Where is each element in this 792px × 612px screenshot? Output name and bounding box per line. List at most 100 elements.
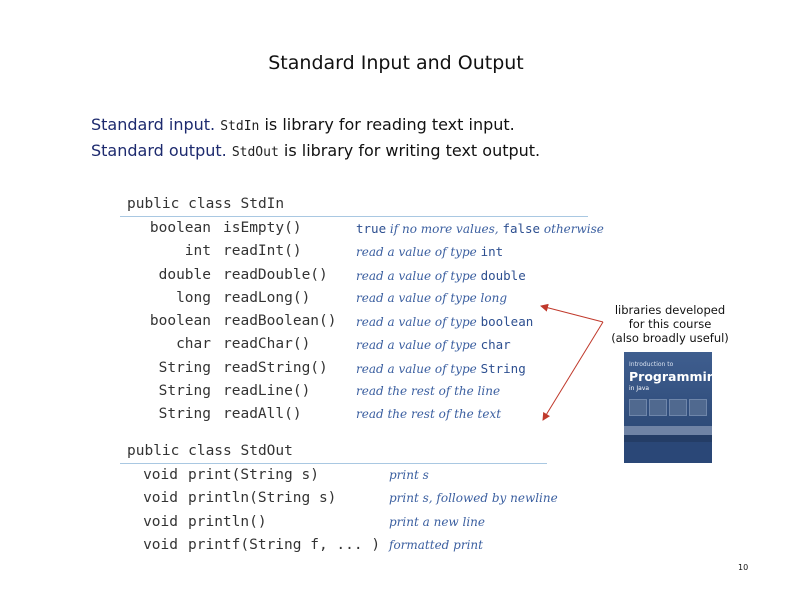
- description-text: read a value of type long: [356, 290, 508, 305]
- method-signature: readDouble(): [223, 266, 328, 283]
- description-keyword: false: [502, 221, 541, 236]
- method-signature: readChar(): [223, 336, 311, 353]
- method-signature: readInt(): [223, 243, 302, 260]
- intro-stdout-code: StdOut: [231, 145, 279, 160]
- book-tile-icon: [629, 399, 647, 416]
- stdout-api-header: public class StdOut: [120, 439, 547, 464]
- book-small-text: Introduction to: [629, 361, 674, 368]
- intro-stdout-text: is library for writing text output.: [283, 141, 541, 160]
- method-description: formatted print: [389, 534, 483, 557]
- description-text: formatted print: [389, 537, 483, 552]
- arrow-to-stdin-bottom: [542, 321, 604, 421]
- return-type: boolean: [149, 220, 211, 236]
- return-type: int: [184, 243, 211, 260]
- api-row: int readInt() read a value of type int: [120, 240, 588, 263]
- description-text: otherwise: [540, 222, 604, 236]
- intro-stdin-label: Standard input.: [91, 115, 216, 134]
- api-row: String readLine() read the rest of the lin…: [120, 380, 588, 403]
- method-description: read the rest of the line: [356, 380, 500, 403]
- description-keyword: boolean: [480, 314, 534, 330]
- page-number: 10: [738, 563, 749, 572]
- return-type: void: [143, 490, 178, 507]
- stdout-api-rows: void print(String s) print s void println(St…: [120, 464, 558, 557]
- slide-title: Standard Input and Output: [268, 52, 524, 74]
- description-text: print a new line: [389, 514, 486, 529]
- api-row: char readChar() read a value of type char: [120, 333, 588, 356]
- book-tile-icon: [649, 399, 667, 416]
- method-description: read a value of type boolean: [356, 310, 533, 334]
- description-text: read the rest of the text: [356, 407, 502, 422]
- api-row: String readAll() read the rest of the text: [120, 403, 588, 426]
- description-text: read a value of type: [356, 338, 481, 353]
- method-description: true if no more values, false otherwise: [356, 217, 604, 241]
- api-row: boolean isEmpty() true if no more values, …: [120, 217, 604, 240]
- method-description: read a value of type double: [356, 264, 526, 288]
- method-description: print a new line: [389, 511, 485, 534]
- note-line: for this course: [628, 317, 712, 331]
- method-description: read a value of type char: [356, 333, 511, 357]
- method-description: print s: [389, 464, 429, 487]
- description-text: if no more values,: [386, 222, 503, 236]
- stdin-api-rows: boolean isEmpty() true if no more values, …: [120, 217, 604, 427]
- method-signature: isEmpty(): [223, 220, 302, 236]
- return-type: void: [143, 536, 178, 553]
- book-subtitle: in Java: [629, 385, 650, 392]
- intro-stdout-line: Standard output. StdOut is library for w…: [91, 141, 540, 160]
- description-keyword: String: [480, 360, 526, 376]
- book-author-band: [624, 435, 712, 442]
- method-signature: readLong(): [223, 289, 311, 306]
- method-description: print s, followed by newline: [389, 487, 558, 510]
- description-keyword: char: [480, 337, 511, 353]
- api-row: String readString() read a value of type S…: [120, 357, 588, 380]
- book-title: Programming: [629, 369, 712, 384]
- return-type: String: [158, 406, 211, 423]
- description-text: read the rest of the line: [356, 384, 501, 399]
- description-text: read a value of type: [356, 361, 481, 376]
- note-line: libraries developed: [614, 303, 726, 317]
- description-keyword: int: [480, 244, 504, 260]
- method-signature: readLine(): [223, 383, 311, 400]
- return-type: char: [176, 336, 211, 353]
- return-type: String: [158, 359, 211, 376]
- return-type: void: [143, 467, 178, 483]
- method-description: read a value of type String: [356, 357, 526, 381]
- method-description: read a value of type long: [356, 287, 507, 310]
- method-signature: println(String s): [188, 490, 337, 507]
- intro-stdin-line: Standard input. StdIn is library for rea…: [91, 115, 515, 134]
- book-band: [624, 426, 712, 435]
- description-text: read a value of type: [356, 245, 481, 260]
- return-type: boolean: [149, 313, 211, 330]
- method-description: read the rest of the text: [356, 403, 501, 426]
- arrow-to-stdin-top: [540, 303, 604, 323]
- api-row: double readDouble() read a value of type d…: [120, 264, 588, 287]
- method-signature: println(): [188, 513, 267, 530]
- book-cover-image: Introduction to Programming in Java: [624, 352, 712, 463]
- book-tile-icon: [669, 399, 687, 416]
- description-text: read a value of type: [356, 268, 481, 283]
- return-type: void: [143, 513, 178, 530]
- method-signature: printf(String f, ... ): [188, 536, 381, 553]
- stdout-api-table: public class StdOut void print(String s) p…: [120, 439, 558, 557]
- method-signature: readBoolean(): [223, 313, 337, 330]
- api-row: void println() print a new line: [120, 511, 547, 534]
- method-signature: readString(): [223, 359, 328, 376]
- description-text: print s: [389, 468, 429, 482]
- description-text: print s, followed by newline: [389, 491, 558, 506]
- method-signature: readAll(): [223, 406, 302, 423]
- method-signature: print(String s): [188, 467, 319, 483]
- api-row: boolean readBoolean() read a value of type…: [120, 310, 588, 333]
- return-type: double: [158, 266, 211, 283]
- stdin-api-table: public class StdIn boolean isEmpty() true …: [120, 192, 604, 427]
- return-type: String: [158, 383, 211, 400]
- api-row: void print(String s) print s: [120, 464, 547, 487]
- stdin-api-header: public class StdIn: [120, 192, 588, 217]
- api-row: void println(String s) print s, followed b…: [120, 487, 558, 510]
- method-description: read a value of type int: [356, 240, 503, 264]
- library-note: libraries developed for this course (als…: [605, 303, 735, 345]
- return-type: long: [176, 289, 211, 306]
- intro-stdin-text: is library for reading text input.: [264, 115, 515, 134]
- api-row: void printf(String f, ... ) formatted prin…: [120, 534, 547, 557]
- description-keyword: double: [480, 267, 526, 283]
- api-row: long readLong() read a value of type long: [120, 287, 588, 310]
